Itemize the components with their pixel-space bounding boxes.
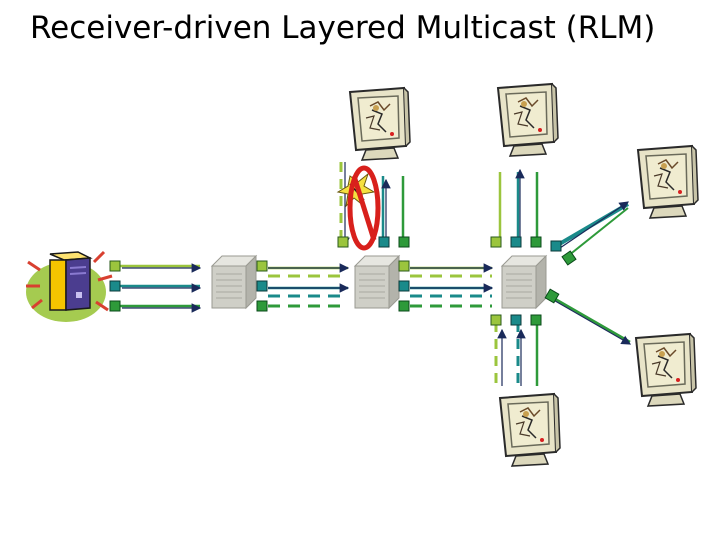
- router-2-icon: [354, 255, 400, 309]
- receiver-2-icon: [497, 83, 559, 157]
- rejected-join-icon: [336, 165, 381, 251]
- receiver-4-icon: [635, 333, 697, 407]
- router-1-icon: [211, 255, 257, 309]
- slide-title: Receiver-driven Layered Multicast (RLM): [30, 10, 656, 46]
- link-router2-router3: [398, 260, 494, 312]
- receiver-3-icon: [637, 145, 699, 219]
- receiver-5-icon: [499, 393, 561, 467]
- sender-server-icon: [26, 250, 113, 322]
- receiver-1-icon: [349, 87, 411, 161]
- link-router3-receiver4: [544, 288, 632, 345]
- sender-links: [109, 260, 202, 313]
- link-router2-receiver1: [336, 162, 410, 251]
- link-router1-router2: [256, 260, 350, 312]
- link-router3-receiver5: [490, 314, 542, 386]
- router-3-icon: [501, 255, 547, 309]
- link-router3-receiver3: [550, 201, 630, 266]
- link-router3-receiver2: [490, 168, 542, 248]
